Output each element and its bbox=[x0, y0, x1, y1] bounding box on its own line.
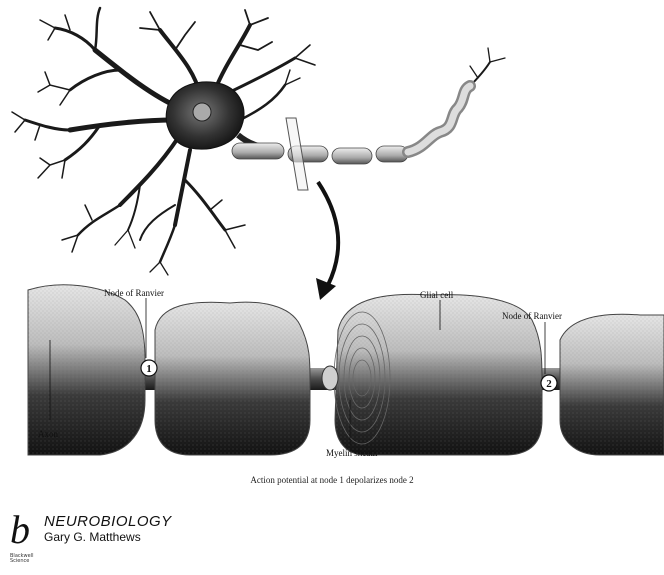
label-node-of-ranvier-right: Node of Ranvier bbox=[502, 311, 562, 321]
label-axon: Axon bbox=[38, 429, 58, 439]
book-title: NEUROBIOLOGY bbox=[44, 513, 172, 530]
node-2-marker: 2 bbox=[541, 375, 557, 391]
label-glial-cell: Glial cell bbox=[420, 290, 453, 300]
publisher-logo: b bbox=[10, 510, 30, 550]
zoom-arrow bbox=[318, 182, 338, 285]
label-myelin-sheath: Myelin sheath bbox=[326, 448, 377, 458]
myelinated-axon-upper bbox=[232, 86, 470, 164]
nucleus bbox=[193, 103, 211, 121]
node-1-label: 1 bbox=[146, 363, 152, 375]
book-author: Gary G. Matthews bbox=[44, 530, 141, 544]
book-credit: b NEUROBIOLOGY Gary G. Matthews Blackwel… bbox=[8, 510, 248, 566]
node-1-marker: 1 bbox=[141, 360, 157, 376]
label-node-of-ranvier-left: Node of Ranvier bbox=[104, 288, 164, 298]
publisher-name: Blackwell Science bbox=[10, 554, 36, 564]
axon-cross-section bbox=[322, 366, 338, 390]
node-2-label: 2 bbox=[546, 378, 552, 390]
figure-caption: Action potential at node 1 depolarizes n… bbox=[0, 475, 664, 485]
magnified-axon: 1 2 bbox=[28, 285, 664, 455]
